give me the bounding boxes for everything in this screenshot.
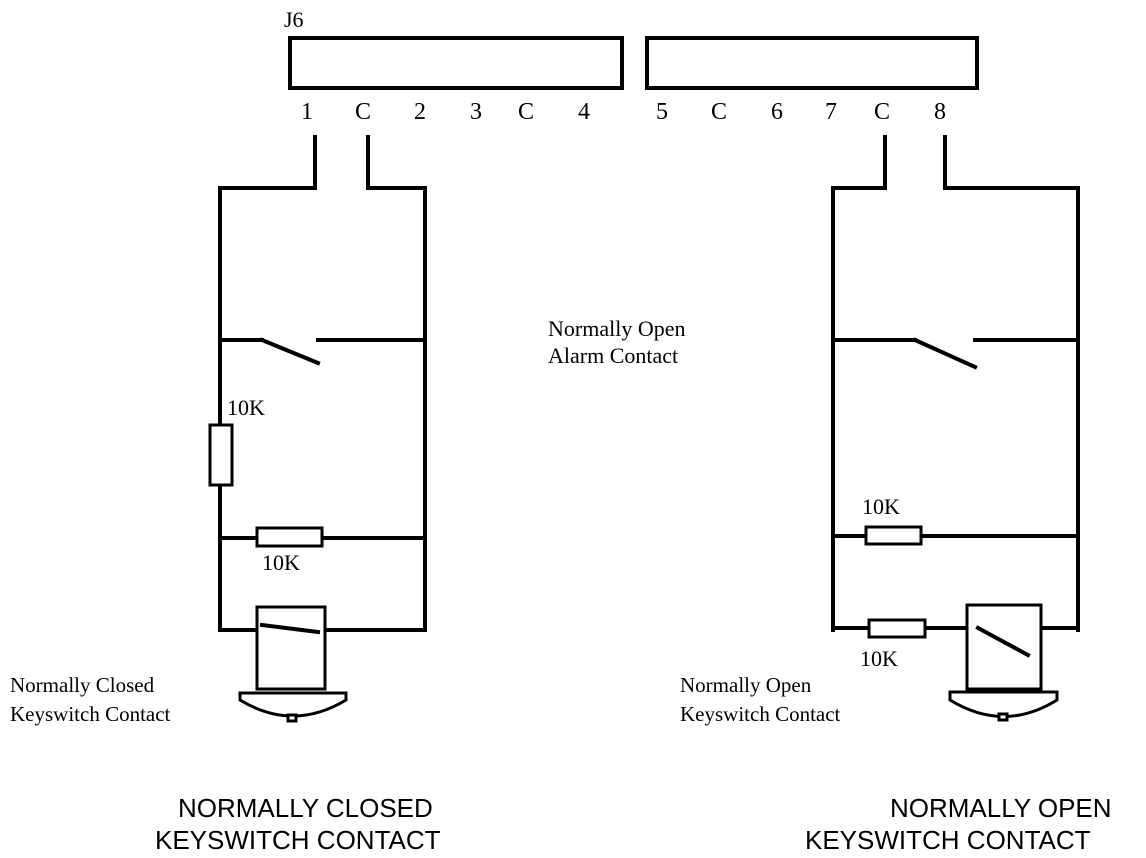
pin-label: 5 xyxy=(656,99,668,125)
keyswitch-label: Keyswitch Contact xyxy=(680,702,841,726)
resistor-label: 10K xyxy=(860,646,898,671)
resistor xyxy=(864,525,923,546)
keyswitch-key xyxy=(286,713,298,723)
resistor-label: 10K xyxy=(262,550,300,575)
connector-pins-right: 5 C 6 7 C 8 xyxy=(656,99,946,125)
keyswitch-cap xyxy=(238,691,348,718)
left-circuit: 10K 10K Normally Closed Keyswitch Contac… xyxy=(10,135,441,855)
resistor-label: 10K xyxy=(862,494,900,519)
pin-label: 4 xyxy=(578,99,590,125)
resistor xyxy=(208,423,234,487)
pin-label: 2 xyxy=(414,99,426,125)
resistor-label: 10K xyxy=(227,395,265,420)
pin-label: C xyxy=(518,99,534,125)
connector-block-right xyxy=(645,36,979,90)
keyswitch-body xyxy=(965,603,1043,691)
switch-arm xyxy=(912,337,978,370)
keyswitch-contact xyxy=(975,625,1031,658)
connector-pins-left: 1 C 2 3 C 4 xyxy=(301,99,590,125)
keyswitch-label: Normally Open xyxy=(680,673,812,697)
keyswitch-label: Normally Closed xyxy=(10,673,155,697)
wire xyxy=(218,135,317,632)
pin-label: 7 xyxy=(825,99,837,125)
alarm-contact-label: Alarm Contact xyxy=(548,343,678,368)
alarm-contact-label: Normally Open xyxy=(548,316,685,341)
switch-arm xyxy=(259,337,321,366)
circuit-title: NORMALLY CLOSED xyxy=(178,793,433,823)
keyswitch-key xyxy=(997,712,1009,722)
wire xyxy=(943,135,1080,632)
pin-label: C xyxy=(874,99,890,125)
circuit-title: KEYSWITCH CONTACT xyxy=(155,825,441,855)
wire xyxy=(831,135,887,632)
pin-label: 8 xyxy=(934,99,946,125)
connector-label: J6 xyxy=(284,7,304,32)
connector-block-left xyxy=(288,36,624,90)
resistor xyxy=(867,618,927,639)
wire xyxy=(366,135,427,632)
resistor xyxy=(255,526,324,548)
keyswitch-body xyxy=(255,605,327,691)
pin-label: C xyxy=(355,99,371,125)
pin-label: C xyxy=(711,99,727,125)
pin-label: 3 xyxy=(470,99,482,125)
circuit-title: NORMALLY OPEN xyxy=(890,793,1112,823)
right-circuit: 10K 10K Normally Open Keyswitch Contact … xyxy=(680,135,1112,855)
keyswitch-contact xyxy=(259,622,321,635)
pin-label: 6 xyxy=(771,99,783,125)
pin-label: 1 xyxy=(301,99,313,125)
circuit-title: KEYSWITCH CONTACT xyxy=(805,825,1091,855)
keyswitch-label: Keyswitch Contact xyxy=(10,702,171,726)
keyswitch-cap xyxy=(948,690,1059,718)
